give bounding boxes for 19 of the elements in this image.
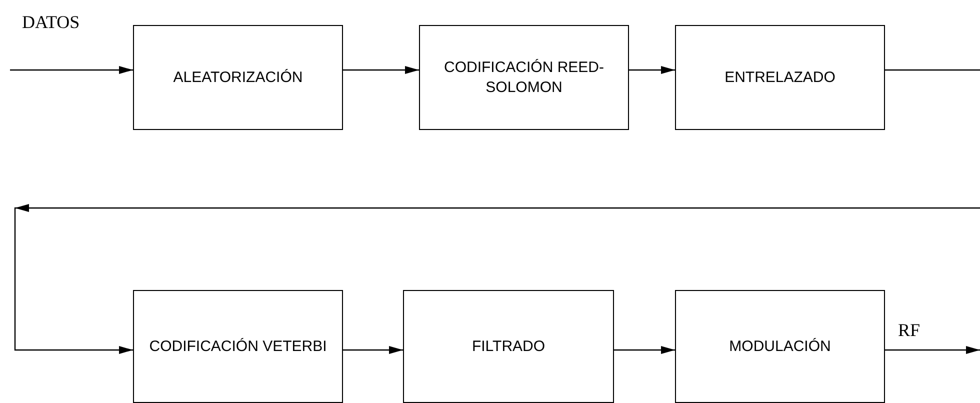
- arrow: [629, 66, 675, 74]
- box-label: CODIFICACIÓN VETERBI: [148, 336, 328, 356]
- arrow: [614, 346, 675, 354]
- process-box: [403, 290, 614, 403]
- box-label: ENTRELAZADO: [724, 68, 836, 88]
- box-label: MODULACIÓN: [728, 336, 832, 356]
- box-label: CODIFICACIÓN REED-SOLOMON: [442, 58, 605, 97]
- arrow: [885, 346, 980, 354]
- arrow: [10, 66, 133, 74]
- box-label: ALEATORIZACIÓN: [172, 68, 304, 88]
- process-box: [675, 25, 885, 130]
- arrow: [343, 66, 419, 74]
- arrow: [343, 346, 403, 354]
- process-box: [133, 290, 343, 403]
- box-label: FILTRADO: [470, 336, 546, 356]
- process-box: [675, 290, 885, 403]
- process-box: [133, 25, 343, 130]
- arrow: [14, 204, 980, 354]
- process-box: [419, 25, 629, 130]
